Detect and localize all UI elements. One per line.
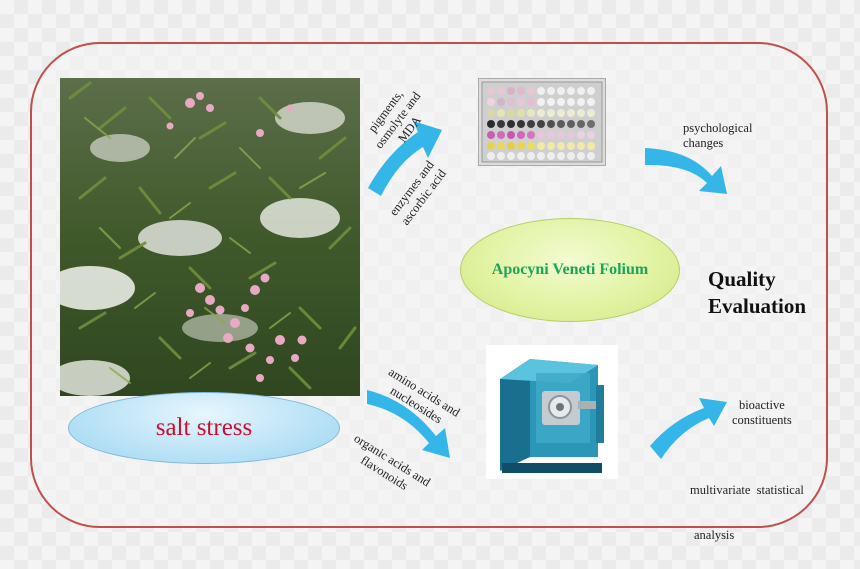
label-multivariate-analysis: multivariate statistical analysis	[690, 453, 804, 558]
label-line: psychological	[683, 121, 753, 135]
quality-evaluation-title: Quality Evaluation	[708, 266, 806, 320]
apocyni-veneti-folium-ellipse: Apocyni Veneti Folium	[460, 218, 680, 322]
label-bioactive-constituents: bioactive constituents	[732, 398, 792, 428]
label-line: constituents	[732, 413, 792, 427]
microplate-image	[478, 78, 606, 166]
apocyni-veneti-folium-label: Apocyni Veneti Folium	[491, 261, 649, 278]
evaluation-word: Evaluation	[708, 294, 807, 318]
salt-stress-label: salt stress	[155, 414, 253, 441]
label-line: changes	[683, 136, 724, 150]
lc-ms-instrument-image	[486, 345, 618, 479]
label-line: multivariate statistical	[690, 483, 804, 497]
quality-word: Quality	[708, 267, 776, 291]
plant-photo	[60, 78, 360, 396]
label-line: analysis	[694, 528, 735, 542]
label-line: bioactive	[738, 398, 785, 412]
label-psychological-changes: psychological changes	[683, 121, 752, 151]
salt-stress-ellipse: salt stress	[68, 392, 340, 464]
